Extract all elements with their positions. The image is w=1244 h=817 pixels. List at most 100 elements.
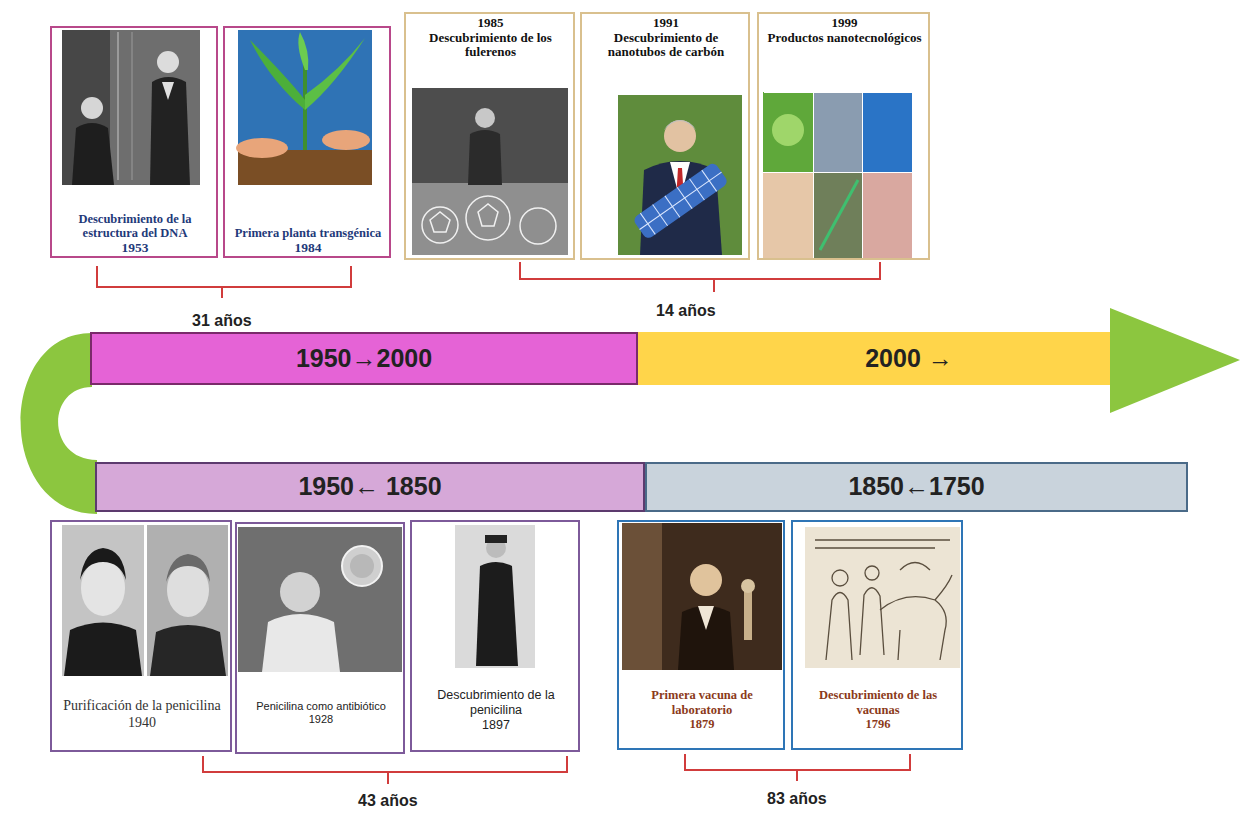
portrait-photo xyxy=(166,554,210,582)
laboratory-photo xyxy=(622,523,782,670)
dna-photo xyxy=(62,30,200,185)
interval-label: 31 años xyxy=(189,312,255,330)
nanotube-photo xyxy=(632,161,729,240)
event-card: Penicilina como antibiótico1928 xyxy=(235,522,405,754)
portrait-photo xyxy=(64,623,142,677)
scientist-photo xyxy=(342,546,382,586)
bracket xyxy=(203,756,567,772)
card-text-line: 1928 xyxy=(242,713,400,726)
event-card: 1991Descubrimiento de nanotubos de carbó… xyxy=(580,12,750,260)
plant-picture xyxy=(305,38,365,110)
nanotech-collage xyxy=(763,173,813,258)
dna-photo xyxy=(81,97,103,119)
card-text-line: 1999 xyxy=(764,16,925,31)
bracket xyxy=(685,754,910,770)
nanotube-photo xyxy=(664,120,696,152)
card-text-line: Descubrimiento de la estructura del DNA xyxy=(57,212,213,241)
laboratory-photo xyxy=(690,564,722,596)
timeline-arrow xyxy=(21,333,97,514)
card-text-line: Descubrimiento de las vacunas xyxy=(798,688,958,717)
portrait-photo xyxy=(62,525,228,676)
nanotech-collage xyxy=(814,92,862,172)
fullerene-photo xyxy=(412,88,568,255)
plant-picture xyxy=(236,30,372,185)
card-text-line: Descubrimiento de nanotubos de carbón xyxy=(587,31,745,60)
dna-photo xyxy=(132,32,133,180)
card-text: Descubrimiento de la estructura del DNA1… xyxy=(57,188,213,256)
card-text-line: 1897 xyxy=(417,718,575,733)
engraving-picture xyxy=(826,593,852,661)
portrait-photo xyxy=(167,563,209,617)
plant-picture xyxy=(238,30,372,185)
dna-photo xyxy=(72,123,114,185)
nanotech-collage xyxy=(814,173,862,258)
engraving-picture xyxy=(832,570,848,586)
nanotech-collage xyxy=(863,92,912,172)
fullerene-photo xyxy=(468,130,502,185)
dna-photo xyxy=(150,77,190,185)
event-card: Descubrimiento de la estructura del DNA1… xyxy=(50,26,218,258)
card-text-line: 1879 xyxy=(624,717,780,731)
bracket xyxy=(97,266,351,287)
portrait-photo xyxy=(80,548,126,580)
card-text: Primera planta transgénica1984 xyxy=(230,188,386,256)
card-text-line: Primera vacuna de laboratorio xyxy=(624,688,780,717)
card-text: Penicilina como antibiótico1928 xyxy=(242,676,400,750)
period-label: 1950→2000 xyxy=(296,345,432,373)
card-text-line: 1985 xyxy=(411,16,570,31)
card-text: Descubrimiento de la penicilina1897 xyxy=(417,672,575,748)
card-text-line: 1991 xyxy=(587,16,745,31)
portrait-photo xyxy=(81,560,125,616)
period-label: 2000 → xyxy=(865,345,953,373)
period-band: 1850←1750 xyxy=(645,462,1188,512)
plant-picture xyxy=(298,32,308,70)
laboratory-photo xyxy=(622,523,662,670)
bracket xyxy=(520,262,880,279)
timeline-arrow xyxy=(21,308,1240,514)
nanotech-collage xyxy=(820,180,858,250)
nanotube-photo xyxy=(664,120,696,130)
fullerene-photo xyxy=(478,204,498,226)
plant-picture xyxy=(322,130,370,150)
card-text-line: Descubrimiento de la penicilina xyxy=(417,688,575,718)
nanotech-collage xyxy=(763,92,912,258)
nanotube-photo xyxy=(640,172,722,229)
nanotech-collage xyxy=(772,114,804,146)
engraving-picture xyxy=(805,527,960,668)
portrait-photo xyxy=(150,625,226,676)
fullerene-photo xyxy=(422,196,556,244)
laboratory-photo xyxy=(622,523,782,670)
dna-photo xyxy=(157,51,179,73)
card-text-line: 1940 xyxy=(57,715,227,731)
fullerene-photo xyxy=(475,108,495,128)
bracket xyxy=(221,287,223,298)
uniform-photo xyxy=(455,525,535,668)
card-text: Purificación de la penicilina1940 xyxy=(57,679,227,750)
nanotech-collage xyxy=(863,173,912,258)
card-text-line: Penicilina como antibiótico xyxy=(242,700,400,713)
bracket xyxy=(796,770,798,781)
nanotube-photo xyxy=(618,95,742,255)
scientist-photo xyxy=(238,527,402,672)
dna-photo xyxy=(117,32,119,180)
dna-photo xyxy=(62,30,200,185)
laboratory-photo xyxy=(741,579,755,593)
card-text-line: 1953 xyxy=(57,240,213,256)
event-card: Primera planta transgénica1984 xyxy=(223,26,391,258)
scientist-photo xyxy=(262,614,340,672)
fullerene-photo xyxy=(412,88,568,255)
event-card: Primera vacuna de laboratorio1879 xyxy=(617,520,785,750)
engraving-picture xyxy=(865,566,879,580)
period-label: 1950← 1850 xyxy=(298,473,441,501)
card-text-line: 1796 xyxy=(798,717,958,731)
card-text-line: Productos nanotecnológicos xyxy=(764,31,925,46)
plant-picture xyxy=(250,40,305,110)
nanotube-photo xyxy=(618,95,742,255)
interval-label: 43 años xyxy=(355,792,421,810)
laboratory-photo xyxy=(744,590,752,640)
fullerene-photo xyxy=(466,196,510,240)
laboratory-photo xyxy=(678,606,734,670)
engraving-picture xyxy=(880,575,952,660)
fullerene-photo xyxy=(430,212,450,232)
